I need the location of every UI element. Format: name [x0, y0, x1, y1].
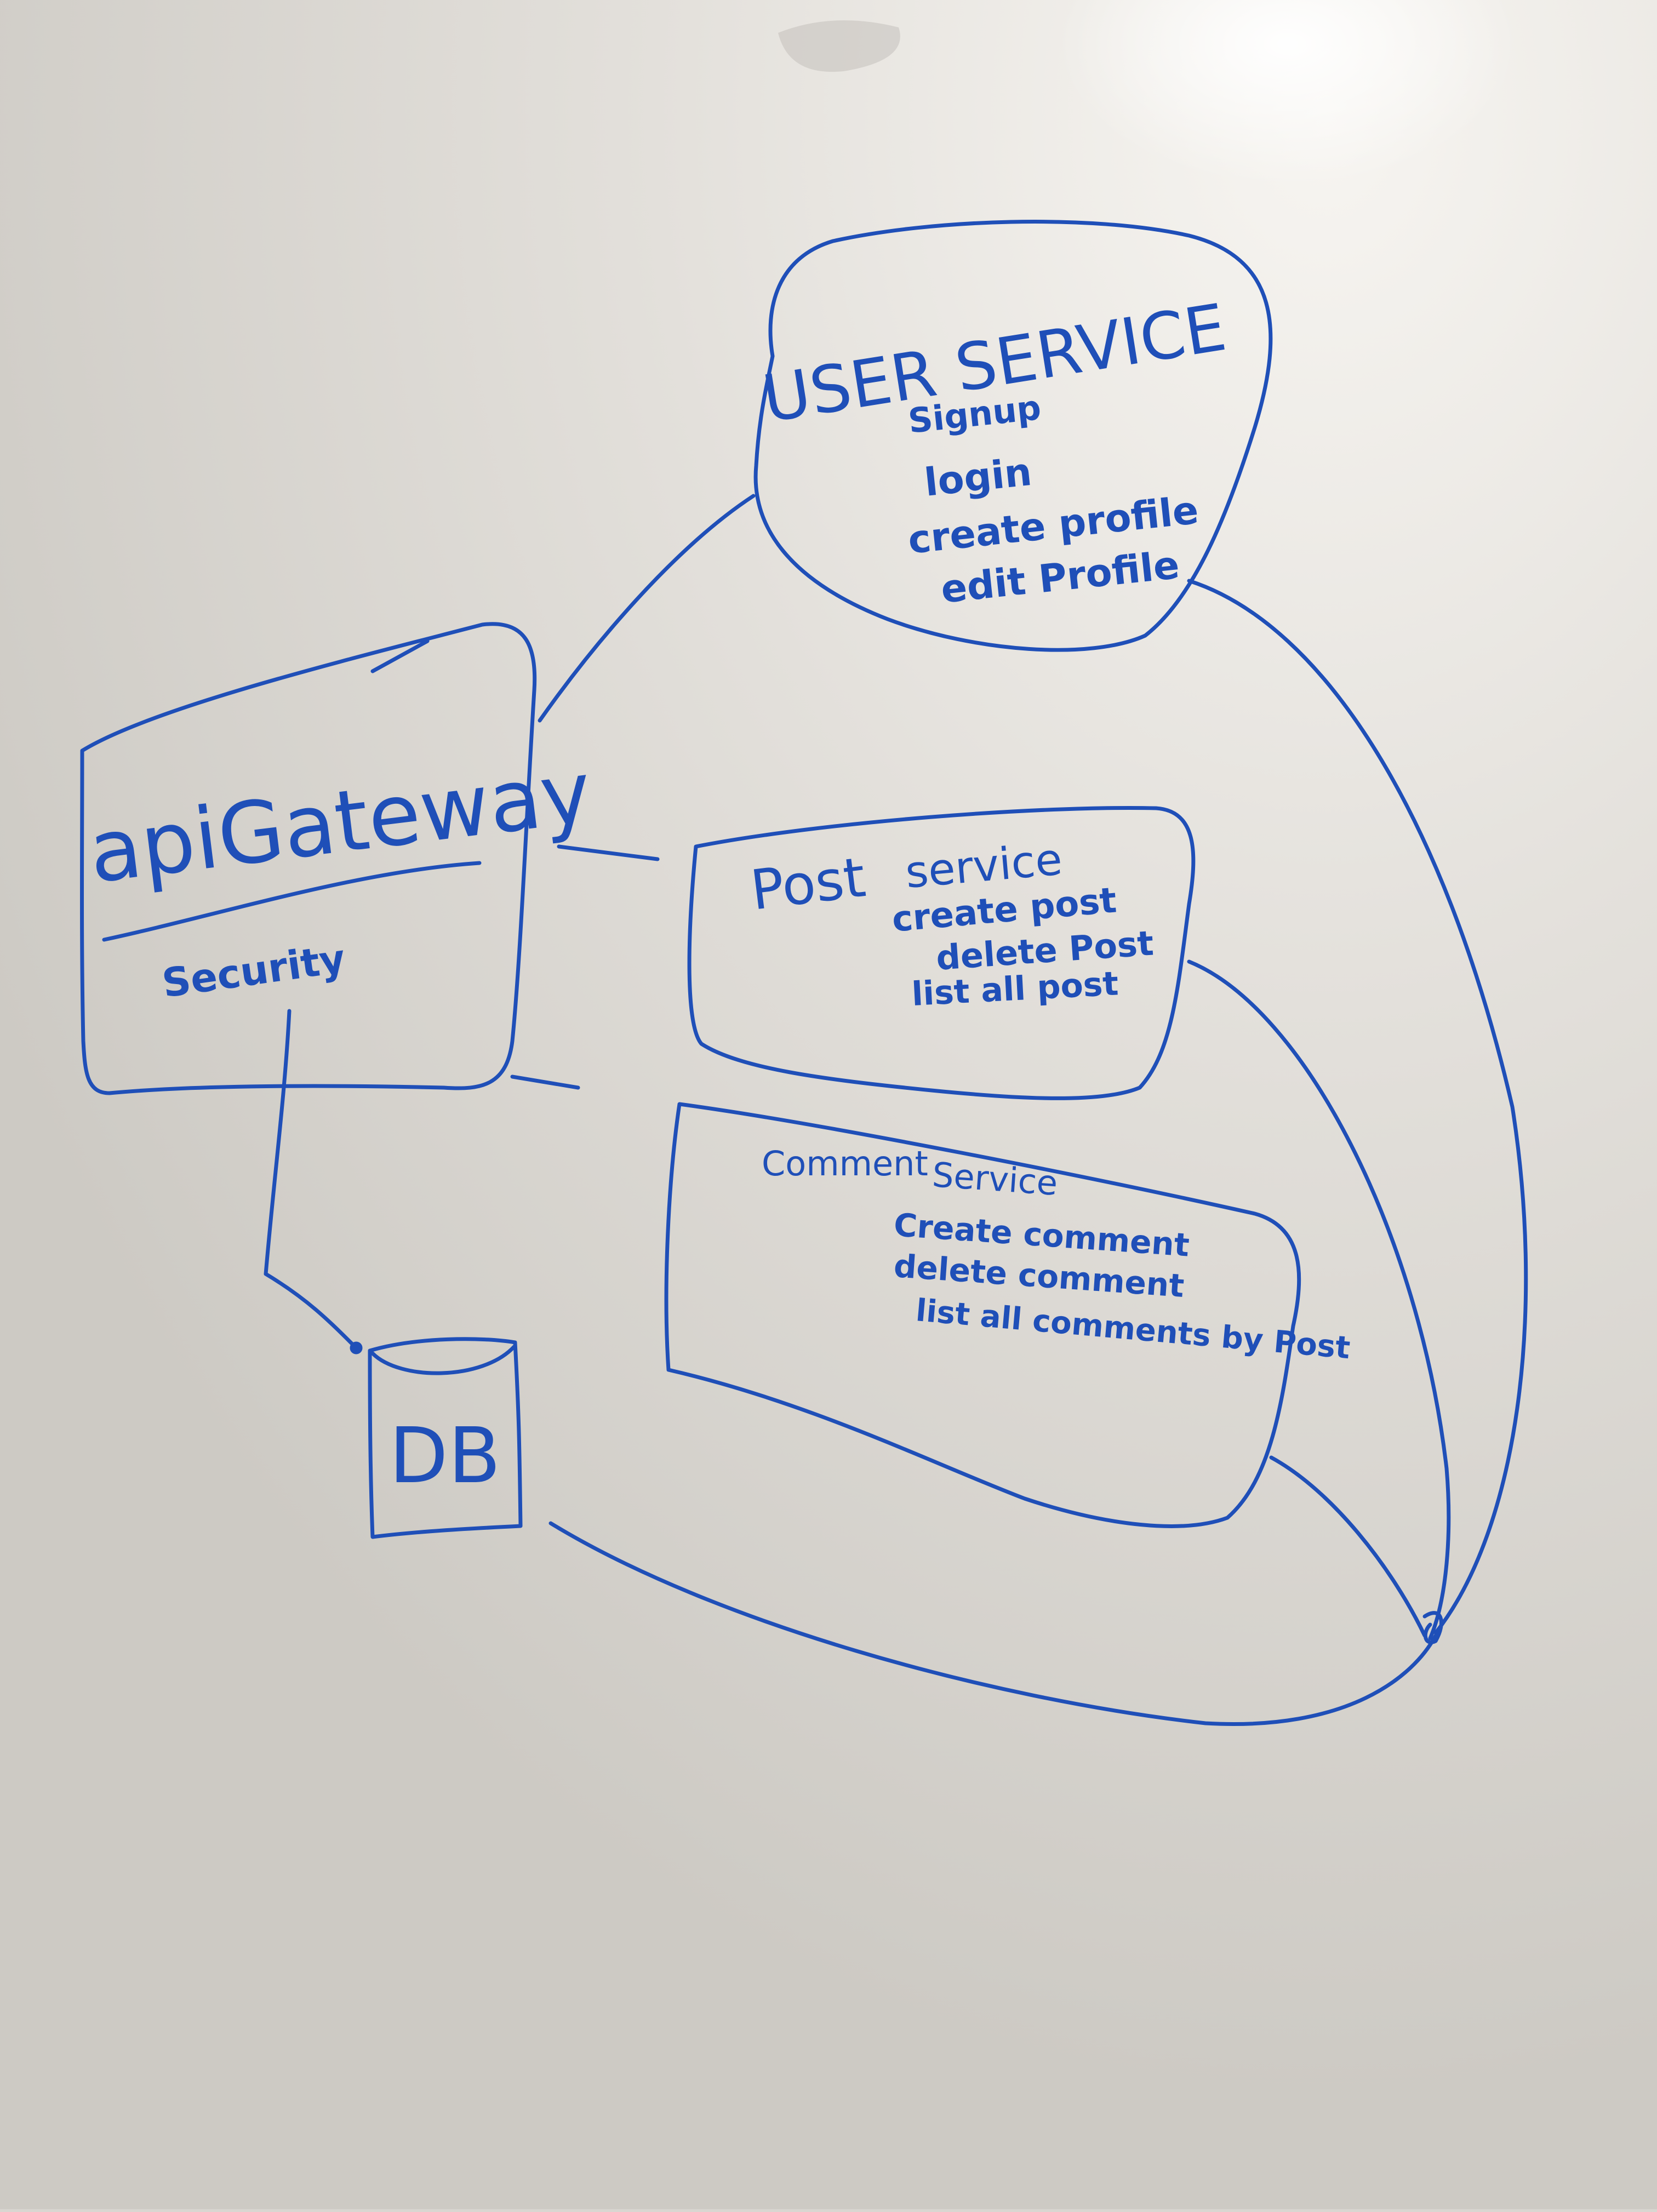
smudge-mark — [778, 20, 900, 72]
db-bus-line — [548, 1521, 1438, 1726]
api-gateway-box-hook — [370, 639, 430, 673]
gateway-to-user-line — [538, 494, 756, 723]
api-gateway-divider — [102, 861, 482, 942]
comment-service-bus-line — [1269, 1455, 1427, 1638]
comment-service-title-right: Service — [931, 1154, 1059, 1203]
post-service-box — [687, 805, 1196, 1100]
user-service-box — [753, 220, 1273, 652]
gateway-to-db-line — [264, 1009, 358, 1350]
db-label: DB — [389, 1411, 501, 1501]
comment-service-box — [664, 1102, 1301, 1528]
post-service-title-left: Post — [747, 845, 869, 923]
comment-service-title-left: Comment — [762, 1144, 928, 1184]
gateway-to-comment-line — [510, 1074, 580, 1090]
db-cylinder-top — [370, 1345, 516, 1375]
post-service-bus-line — [1187, 959, 1451, 1641]
api-gateway-box — [80, 622, 537, 1095]
user-service-bus-line — [1187, 579, 1528, 1635]
light-glare — [1058, 0, 1518, 186]
gateway-to-post-line — [557, 844, 660, 861]
db-connector-dot — [350, 1341, 363, 1354]
user-service-item: login — [922, 449, 1034, 505]
bus-junction-scribble — [1422, 1611, 1443, 1644]
db-cylinder — [368, 1337, 523, 1539]
